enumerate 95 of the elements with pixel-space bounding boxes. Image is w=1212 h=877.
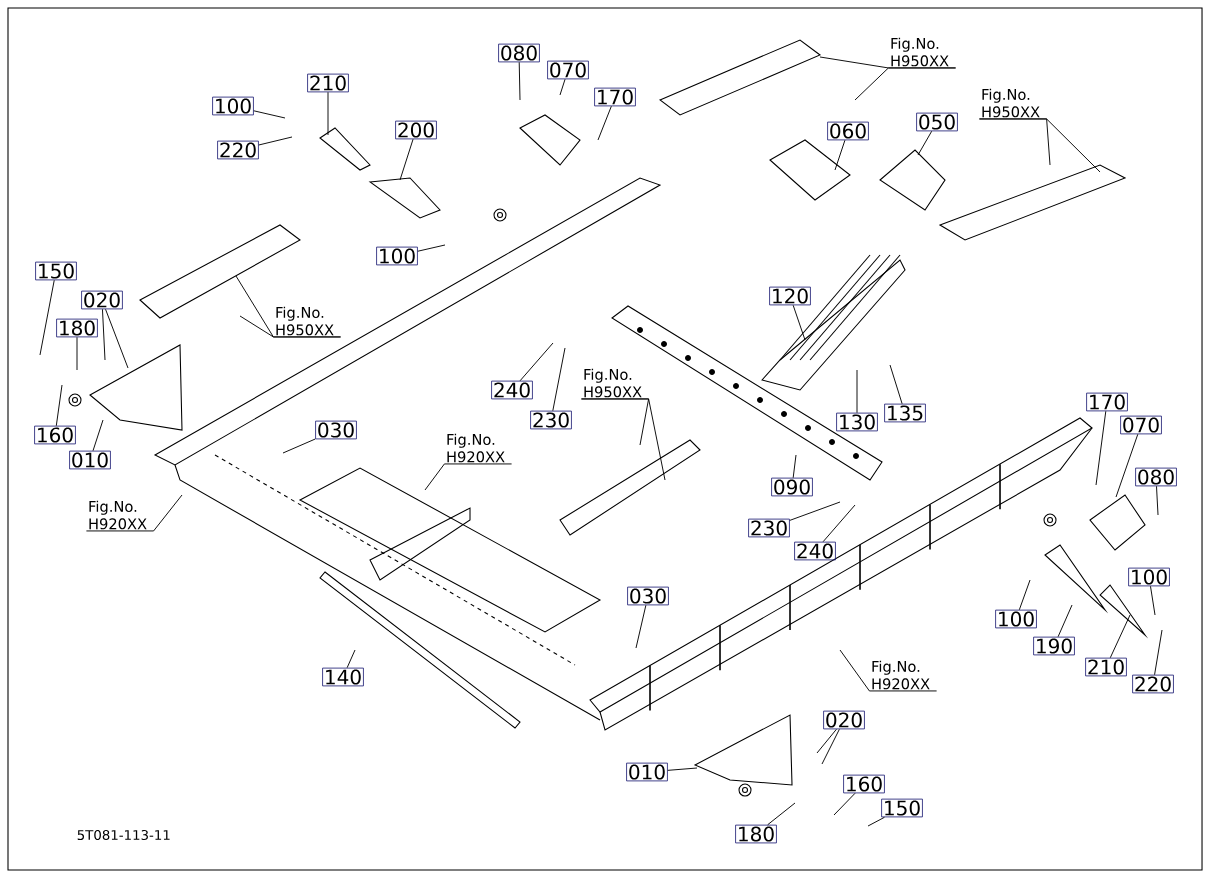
leader-line [839,649,938,692]
leader-line [822,504,856,543]
leader-line [889,364,903,405]
leader-line [789,501,841,521]
callout-number: 120 [769,286,811,306]
callout-number: 240 [794,541,836,561]
callout-number: 050 [916,112,958,132]
leader-line [1154,629,1163,676]
callout-number: 150 [881,798,923,818]
leader-line [92,419,104,452]
callout-number: 210 [1085,657,1127,677]
callout-number: 100 [1128,567,1170,587]
leader-line [816,728,837,754]
leader-line [667,767,698,771]
leader-line [346,649,356,669]
leader-line [821,728,840,765]
leader-line [552,347,566,412]
callout-number: 180 [735,824,777,844]
figure-reference: Fig.No. H920XX [89,500,147,530]
leader-line [327,91,329,136]
leader-line [1095,410,1107,486]
leader-line [399,138,414,181]
figure-reference: Fig.No. H950XX [982,88,1040,118]
leader-line [978,118,1101,173]
leader-line [559,78,566,96]
callout-number: 135 [884,403,926,423]
callout-number: 220 [1132,674,1174,694]
callout-number: 210 [307,73,349,93]
callout-number: 160 [843,774,885,794]
leader-line [917,130,933,156]
leader-line [1156,485,1159,516]
leader-line [55,384,63,427]
leader-line [767,802,796,826]
figure-reference: Fig.No. H950XX [584,368,642,398]
leader-line [580,398,666,481]
leader-line [867,816,885,827]
callout-number: 140 [322,667,364,687]
leader-line [1057,604,1073,638]
leader-line [518,61,521,101]
callout-number: 240 [491,380,533,400]
callout-number: 030 [627,586,669,606]
callout-number: 100 [995,609,1037,629]
callout-number: 080 [1135,467,1177,487]
leader-line [1018,579,1031,611]
leader-line [854,67,957,101]
callout-number: 020 [81,290,123,310]
leader-line [792,304,806,341]
leader-line [833,792,856,816]
callout-number: 090 [771,477,813,497]
leader-line [417,244,446,252]
callout-number: 230 [748,518,790,538]
figure-reference: Fig.No. H950XX [276,306,334,336]
callout-number: 130 [836,412,878,432]
callout-number: 190 [1033,636,1075,656]
callout-number: 010 [69,450,111,470]
leader-line [792,454,797,479]
leader-line [76,336,78,371]
leader-line [105,308,129,369]
leader-line [1109,614,1131,659]
callout-number: 010 [626,762,668,782]
callout-number: 220 [217,140,259,160]
leader-line [834,139,846,171]
callout-number: 150 [35,261,77,281]
callout-number: 180 [56,318,98,338]
leader-line [239,315,342,338]
leader-line [424,463,513,491]
callout-number: 020 [823,710,865,730]
leader-line [1115,433,1139,498]
figure-reference: Fig.No. H950XX [891,37,949,67]
leader-line [597,105,612,141]
callout-number: 100 [212,96,254,116]
callout-number: 070 [547,60,589,80]
leader-line [856,369,858,414]
callout-number: 060 [827,121,869,141]
callout-number: 160 [34,425,76,445]
figure-reference: Fig.No. H920XX [447,433,505,463]
callout-number: 070 [1120,415,1162,435]
leader-line [85,494,183,532]
callout-number: 170 [1086,392,1128,412]
leader-line [258,136,293,146]
leader-line [519,342,554,382]
leader-line [102,308,106,361]
leader-line [253,110,286,119]
leader-line [282,438,316,454]
callout-number: 230 [530,410,572,430]
leader-line [635,604,647,649]
callout-number: 080 [498,43,540,63]
drawing-number: 5T081-113-11 [77,829,170,841]
figure-reference: Fig.No. H920XX [872,660,930,690]
leader-line [39,279,55,356]
callout-number: 170 [594,87,636,107]
callout-number: 030 [315,420,357,440]
callout-number: 200 [395,120,437,140]
leader-line [1150,585,1156,616]
callout-number: 100 [376,246,418,266]
